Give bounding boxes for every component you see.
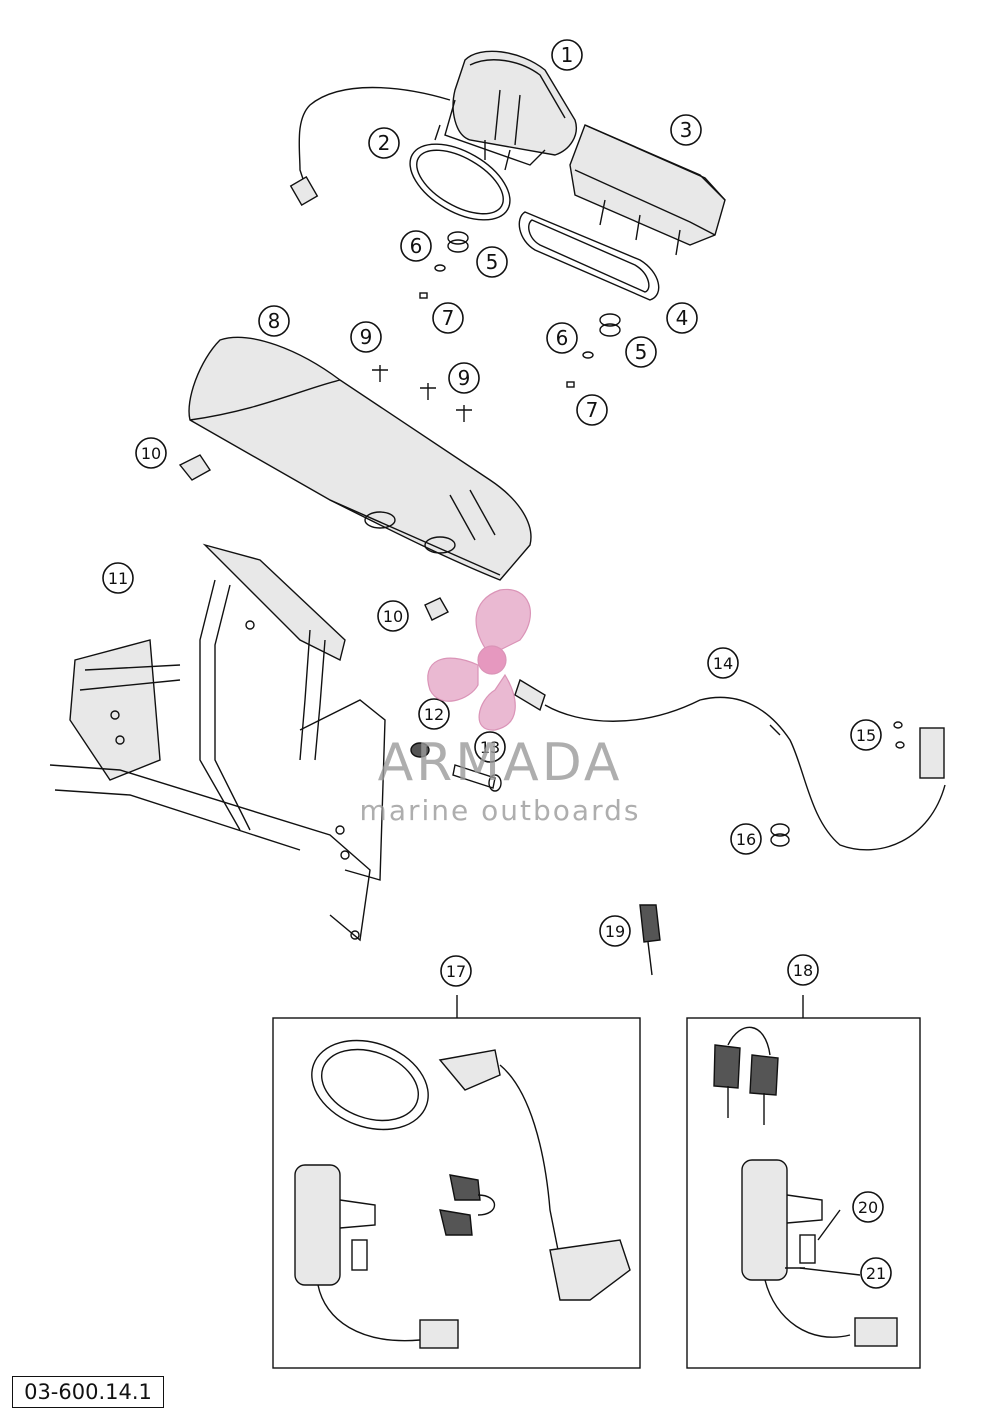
- callout-11: 11: [102, 562, 134, 594]
- leader-lines: [799, 1209, 861, 1276]
- headlight-mask-part: [188, 336, 532, 581]
- svg-text:16: 16: [736, 830, 756, 849]
- svg-text:12: 12: [424, 705, 444, 724]
- svg-text:21: 21: [866, 1264, 886, 1283]
- svg-text:2: 2: [378, 131, 391, 155]
- svg-text:6: 6: [556, 326, 569, 350]
- callout-3: 3: [670, 114, 702, 146]
- grommet-part: [447, 231, 621, 337]
- callout-16: 16: [730, 823, 762, 855]
- nut-part: [419, 292, 575, 388]
- speedometer-part: [289, 50, 577, 206]
- callout-13: 13: [474, 731, 506, 763]
- callout-5a: 5: [476, 246, 508, 278]
- svg-text:9: 9: [360, 325, 373, 349]
- svg-text:1: 1: [561, 43, 574, 67]
- gasket-ring-part: [409, 143, 511, 221]
- sensor-cable-part: [514, 678, 946, 851]
- callout-8: 8: [258, 305, 290, 337]
- callout-21: 21: [860, 1257, 892, 1289]
- callout-6b: 6: [546, 322, 578, 354]
- callout-18: 18: [787, 954, 819, 986]
- screw-part: [372, 365, 472, 422]
- bolt-13-part: [452, 764, 502, 792]
- watermark-brand: ARMADA: [378, 733, 623, 793]
- svg-text:8: 8: [268, 309, 281, 333]
- svg-text:6: 6: [410, 234, 423, 258]
- display-unit-part: [569, 124, 726, 256]
- kit-17-box: [272, 995, 641, 1369]
- svg-text:4: 4: [676, 306, 689, 330]
- clip-part: [178, 454, 449, 621]
- svg-text:19: 19: [605, 922, 625, 941]
- display-gasket-part: [518, 211, 660, 301]
- watermark-tagline: marine outboards: [360, 794, 641, 827]
- callout-6a: 6: [400, 230, 432, 262]
- svg-text:11: 11: [108, 569, 128, 588]
- callout-7a: 7: [432, 302, 464, 334]
- svg-text:10: 10: [383, 607, 403, 626]
- svg-text:15: 15: [856, 726, 876, 745]
- callout-12: 12: [418, 698, 450, 730]
- callout-20: 20: [852, 1191, 884, 1223]
- callout-10a: 10: [135, 437, 167, 469]
- svg-text:10: 10: [141, 444, 161, 463]
- bracket-frame-part: [49, 543, 386, 942]
- callout-2: 2: [368, 127, 400, 159]
- svg-text:7: 7: [586, 398, 599, 422]
- svg-text:5: 5: [635, 340, 648, 364]
- watermark: ARMADA marine outboards: [360, 588, 641, 827]
- svg-text:13: 13: [480, 738, 500, 757]
- callout-17: 17: [440, 955, 472, 987]
- svg-text:5: 5: [486, 250, 499, 274]
- key-19-part: [639, 904, 661, 976]
- callout-1: 1: [551, 39, 583, 71]
- drawing-code-label: 03-600.14.1: [12, 1376, 164, 1408]
- callout-5b: 5: [625, 336, 657, 368]
- callout-9b: 9: [448, 362, 480, 394]
- callout-14: 14: [707, 647, 739, 679]
- callout-15: 15: [850, 719, 882, 751]
- callout-4: 4: [666, 302, 698, 334]
- callout-10b: 10: [377, 600, 409, 632]
- washer-part: [434, 264, 594, 359]
- svg-text:17: 17: [446, 962, 466, 981]
- svg-text:14: 14: [713, 654, 733, 673]
- svg-text:9: 9: [458, 366, 471, 390]
- sleeve-16-part: [770, 823, 790, 847]
- propeller-logo-icon: [427, 588, 531, 731]
- callout-9a: 9: [350, 321, 382, 353]
- nut-12-part: [410, 742, 430, 758]
- callout-7b: 7: [576, 394, 608, 426]
- callout-19: 19: [599, 915, 631, 947]
- svg-text:18: 18: [793, 961, 813, 980]
- svg-text:20: 20: [858, 1198, 878, 1217]
- svg-text:3: 3: [680, 118, 693, 142]
- connector-15-part: [893, 721, 945, 779]
- svg-text:7: 7: [442, 306, 455, 330]
- kit-18-box: [686, 995, 921, 1369]
